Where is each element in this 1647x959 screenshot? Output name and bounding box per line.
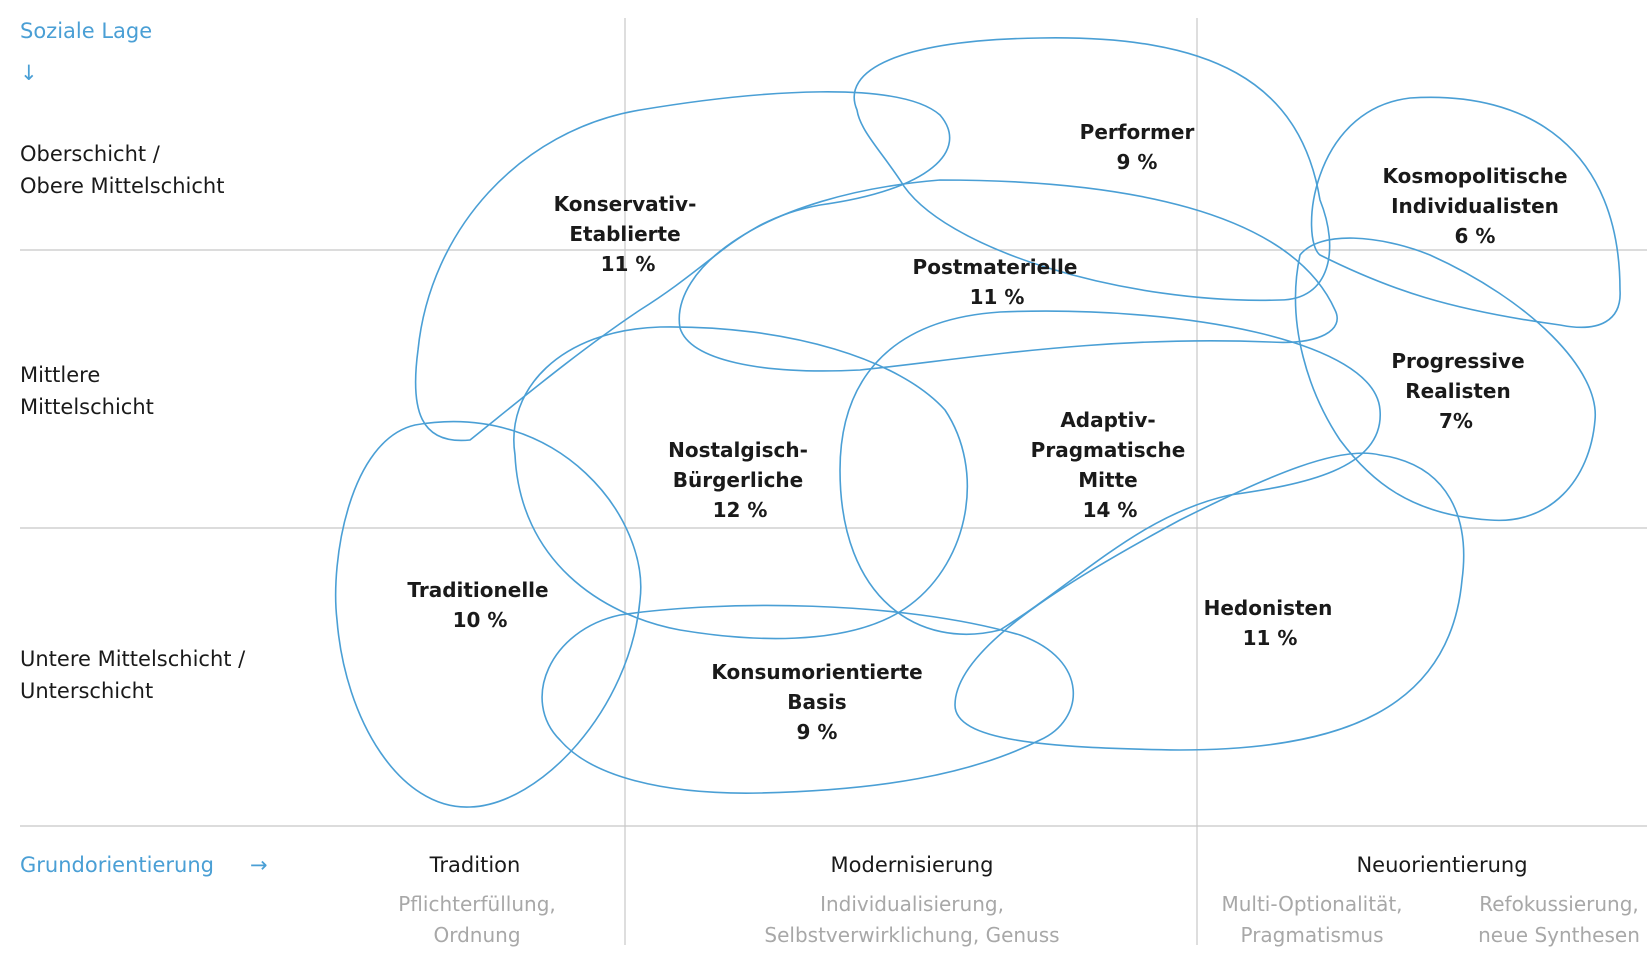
milieu-label-nostalgisch-1: Nostalgisch-: [668, 438, 808, 462]
milieu-label-performer: Performer: [1080, 120, 1195, 144]
milieu-label-postmaterielle: Postmaterielle: [913, 255, 1078, 279]
milieu-label-konservativ-1: Konservativ-: [554, 192, 697, 216]
milieu-share-traditionelle: 10 %: [453, 608, 508, 632]
milieu-label-konsum-2: Basis: [787, 690, 846, 714]
row-label-middle-line1: Mittlere: [20, 363, 100, 387]
milieu-share-nostalgisch: 12 %: [713, 498, 768, 522]
outline-traditionelle: [334, 420, 642, 808]
milieu-label-adaptiv-1: Adaptiv-: [1060, 408, 1155, 432]
row-label-middle-line2: Mittelschicht: [20, 395, 154, 419]
row-labels: Oberschicht / Obere Mittelschicht Mittle…: [20, 142, 246, 703]
col-title-modernisierung: Modernisierung: [831, 853, 994, 877]
col-title-tradition: Tradition: [429, 853, 521, 877]
milieu-share-postmaterielle: 11 %: [970, 285, 1025, 309]
row-label-upper-line2: Obere Mittelschicht: [20, 174, 224, 198]
outline-konservativ-etablierte: [414, 91, 951, 442]
milieu-share-adaptiv: 14 %: [1083, 498, 1138, 522]
row-label-lower-line1: Untere Mittelschicht /: [20, 647, 246, 671]
col-sub-neuorientierung-b1: Refokussierung,: [1479, 892, 1639, 916]
outline-progressive-realisten: [1294, 237, 1596, 522]
milieu-share-hedonisten: 11 %: [1243, 626, 1298, 650]
outline-kosmopolitische-individualisten: [1310, 96, 1621, 329]
milieu-label-traditionelle: Traditionelle: [407, 578, 548, 602]
milieu-label-adaptiv-2: Pragmatische: [1031, 438, 1186, 462]
col-sub-modernisierung-1: Individualisierung,: [820, 892, 1004, 916]
y-axis-arrow-icon: ↓: [20, 61, 38, 85]
milieu-label-progressive-1: Progressive: [1391, 349, 1524, 373]
milieu-share-konsum: 9 %: [797, 720, 838, 744]
x-axis-arrow-icon: →: [250, 853, 268, 877]
milieu-share-kosmopolitische: 6 %: [1455, 224, 1496, 248]
col-sub-neuorientierung-a2: Pragmatismus: [1240, 923, 1383, 947]
milieu-label-adaptiv-3: Mitte: [1078, 468, 1137, 492]
milieu-share-performer: 9 %: [1117, 150, 1158, 174]
col-sub-modernisierung-2: Selbstverwirklichung, Genuss: [764, 923, 1059, 947]
outline-postmaterielle: [678, 179, 1338, 372]
milieu-share-konservativ: 11 %: [601, 252, 656, 276]
milieu-label-konservativ-2: Etablierte: [569, 222, 680, 246]
milieu-labels: Performer 9 % Kosmopolitische Individual…: [407, 120, 1567, 744]
col-sub-neuorientierung-b2: neue Synthesen: [1478, 923, 1640, 947]
col-sub-neuorientierung-a1: Multi-Optionalität,: [1221, 892, 1402, 916]
col-title-neuorientierung: Neuorientierung: [1356, 853, 1527, 877]
milieu-label-nostalgisch-2: Bürgerliche: [673, 468, 803, 492]
column-labels: Tradition Pflichterfüllung, Ordnung Mode…: [398, 853, 1640, 947]
milieu-share-progressive: 7%: [1439, 409, 1473, 433]
col-sub-tradition-1: Pflichterfüllung,: [398, 892, 556, 916]
milieu-label-kosmopolitische-2: Individualisten: [1391, 194, 1559, 218]
grid-lines: [20, 18, 1647, 945]
y-axis-title: Soziale Lage: [20, 19, 152, 43]
outline-konsumorientierte-basis: [541, 604, 1074, 794]
milieu-label-hedonisten: Hedonisten: [1204, 596, 1333, 620]
outline-hedonisten: [954, 452, 1465, 751]
milieu-outlines: [334, 37, 1621, 808]
x-axis-title: Grundorientierung: [20, 853, 214, 877]
milieu-label-konsum-1: Konsumorientierte: [711, 660, 922, 684]
row-label-lower-line2: Unterschicht: [20, 679, 153, 703]
row-label-upper-line1: Oberschicht /: [20, 142, 161, 166]
outline-performer: [853, 37, 1331, 302]
col-sub-tradition-2: Ordnung: [433, 923, 520, 947]
outline-nostalgisch-buergerliche: [513, 326, 969, 640]
milieu-label-kosmopolitische-1: Kosmopolitische: [1382, 164, 1567, 188]
outline-adaptiv-pragmatische-mitte: [839, 310, 1381, 635]
milieu-label-progressive-2: Realisten: [1405, 379, 1510, 403]
